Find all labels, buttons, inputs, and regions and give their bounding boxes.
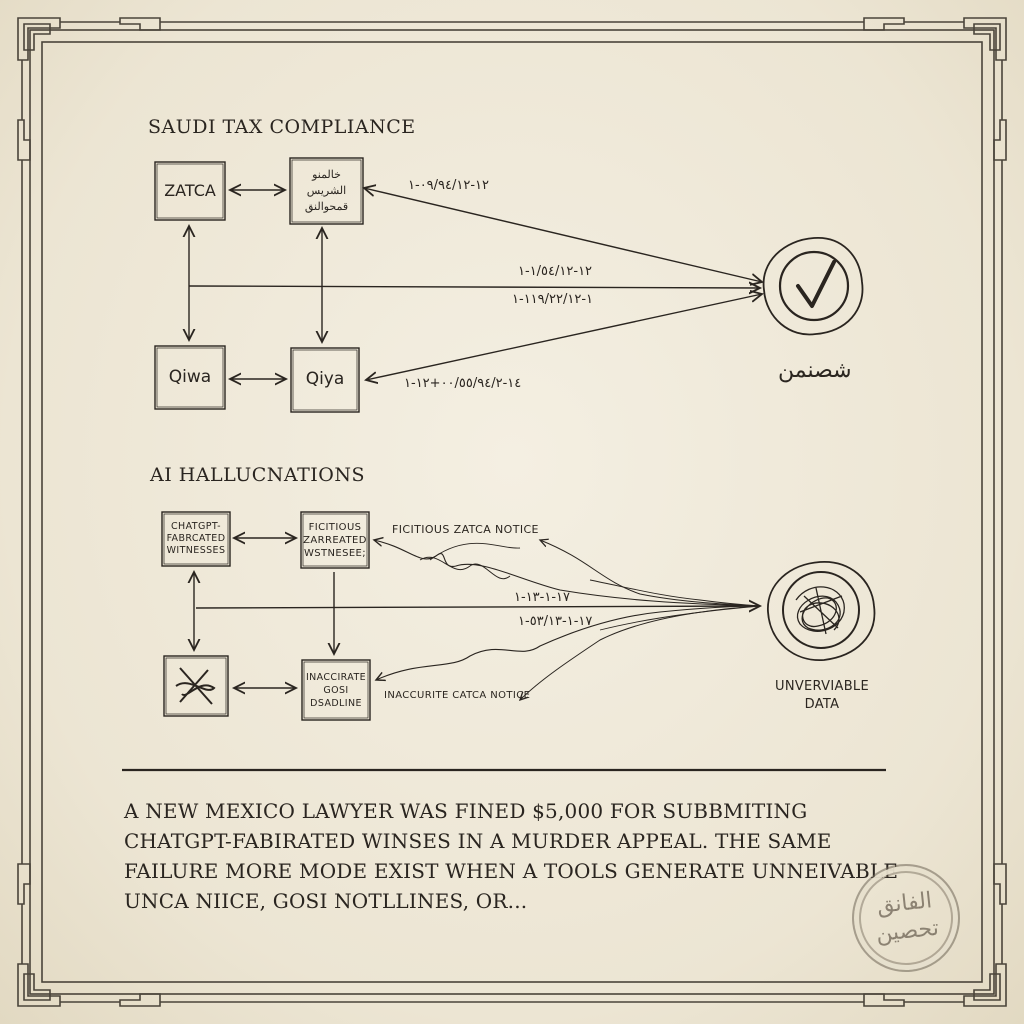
box2-line-2: ZARREATED — [303, 534, 367, 546]
chatgpt-witnesses-label: CHATGPT- FABRCATED WITNESSES — [162, 512, 230, 566]
box2-line-3: WSTNESEE; — [303, 547, 367, 559]
unverifiable-line-2: DATA — [804, 697, 840, 712]
arabic-authority-label: خالمنو الشريس قمحوالنق — [290, 160, 363, 222]
inaccurate-gosi-box — [301, 659, 371, 721]
zatca-box — [154, 161, 226, 221]
approval-seal — [762, 237, 864, 336]
caption-line-1: A NEW MEXICO LAWYER WAS FINED $5,000 FOR… — [124, 799, 808, 823]
unverifiable-line-1: UNVERVIABLE — [775, 679, 869, 694]
s2-date-label-2: ١٧-١-٥٣/١٣-١ — [518, 614, 593, 629]
invalid-box — [163, 655, 229, 717]
arabic-line-3: قمحوالنق — [304, 200, 349, 213]
notice-top-label: FICITIOUS ZATCA NOTICE — [392, 523, 539, 536]
box1-line-3: WITNESSES — [166, 545, 226, 556]
box1-line-2: FABRCATED — [166, 533, 226, 544]
date-label-3: ١-١١٩/٢٢/١٢-١ — [512, 292, 594, 307]
qiwa-box — [154, 345, 226, 410]
caption-line-3: FAILURE MORE MODE EXIST WHEN A TOOLS GEN… — [124, 859, 899, 883]
section2-title: AI HALLUCNATIONS — [150, 464, 366, 486]
fictitious-witnesses-label: FICITIOUS ZARREATED WSTNESEE; — [301, 512, 369, 568]
box4-line-3: DSADLINE — [310, 697, 362, 709]
caption-paragraph: A NEW MEXICO LAWYER WAS FINED $5,000 FOR… — [124, 796, 899, 916]
date-label-4: ١٤-٠٠/٥٥/٩٤/٢+١٢-١ — [404, 376, 522, 391]
seal-label: شصنمن — [778, 358, 852, 383]
chatgpt-witnesses-box — [161, 511, 231, 567]
date-label-1: ١٢-٠٩/٩٤/١٢-١ — [408, 178, 490, 193]
qiya-box — [290, 347, 360, 413]
date-label-2: ١٢-١/٥٤/١٢-١ — [518, 264, 593, 279]
stamp-line-2: تحصين — [874, 915, 940, 948]
arabic-line-1: خالمنو — [312, 168, 341, 181]
inaccurate-gosi-label: INACCIRATE GOSI DSADLINE — [302, 660, 370, 720]
qiya-label: Qiya — [305, 369, 345, 390]
caption-line-2: CHATGPT-FABIRATED WINSES IN A MURDER APP… — [124, 829, 832, 853]
qiya-seal-link — [366, 294, 762, 380]
checkmark-icon — [796, 260, 836, 308]
notice-bottom-label: INACCURITE CATCA NOTICE — [384, 690, 531, 701]
section1-title: SAUDI TAX COMPLIANCE — [148, 116, 416, 138]
unverifiable-label: UNVERVIABLE DATA — [772, 678, 872, 714]
zatca-seal-link — [188, 286, 760, 288]
scribble-x-icon — [175, 667, 216, 705]
arabic-seal-link — [364, 188, 762, 282]
tangled-scribble-icon — [795, 586, 845, 635]
s2-date-label-1: ١٧-١-١٣-١ — [514, 590, 571, 605]
box1-line-1: CHATGPT- — [171, 521, 221, 532]
caption-line-4: UNCA NIICE, GOSI NOTLLINES, OR... — [124, 889, 528, 913]
box4-line-1: INACCIRATE — [305, 671, 367, 683]
zatca-label: ZATCA — [164, 181, 216, 200]
fictitious-witnesses-box — [300, 511, 370, 569]
box4-line-2: GOSI — [323, 684, 349, 696]
unverifiable-seal — [767, 561, 876, 661]
box2-line-1: FICITIOUS — [308, 521, 362, 533]
arabic-line-2: الشريس — [306, 184, 347, 197]
qiwa-label: Qiwa — [168, 366, 212, 387]
